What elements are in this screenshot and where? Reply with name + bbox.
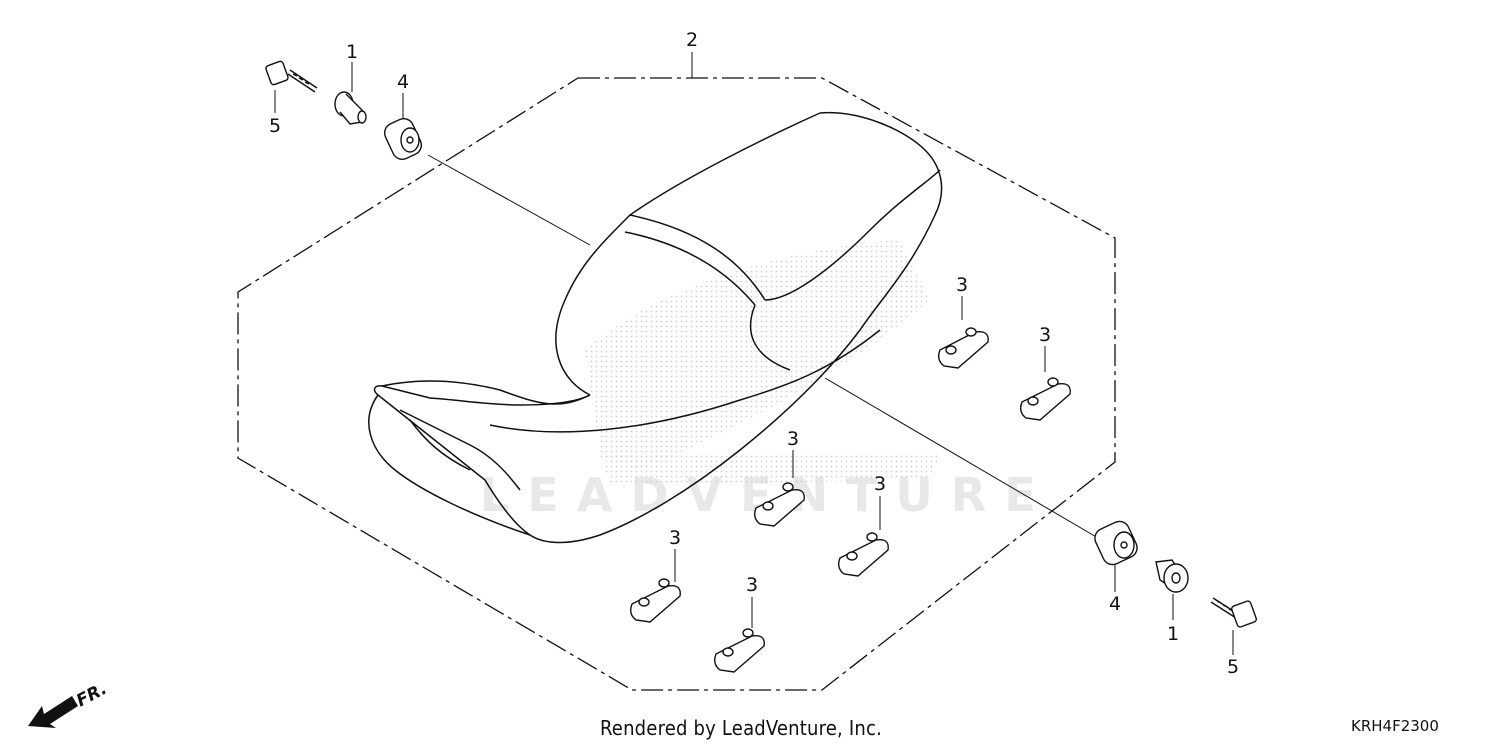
watermark-logo-lower — [600, 455, 940, 485]
cushion-a-icon[interactable] — [937, 327, 989, 369]
callout-part-1-collar-right[interactable]: 1 — [1167, 623, 1179, 645]
cushion-b-icon[interactable] — [1019, 377, 1071, 421]
front-direction-label: FR. — [73, 679, 110, 711]
bolt-left-icon[interactable] — [265, 60, 318, 93]
front-direction-arrow-icon — [28, 696, 78, 728]
callout-part-5-bolt-right[interactable]: 5 — [1227, 656, 1239, 678]
collar-right-icon[interactable] — [1155, 559, 1189, 593]
callout-part-3-cushion-d[interactable]: 3 — [874, 473, 886, 495]
callout-part-2-seat[interactable]: 2 — [686, 29, 698, 51]
bolt-right-icon[interactable] — [1210, 597, 1258, 628]
cushion-c-icon[interactable] — [753, 482, 805, 527]
cushion-d-icon[interactable] — [837, 532, 889, 577]
callout-part-3-cushion-e[interactable]: 3 — [669, 527, 681, 549]
leader-lines — [274, 52, 1234, 655]
callout-part-3-cushion-a[interactable]: 3 — [956, 274, 968, 296]
cushion-e-icon[interactable] — [629, 578, 681, 623]
rubber-left-icon[interactable] — [381, 115, 424, 162]
cushion-f-icon[interactable] — [713, 628, 765, 673]
seat-assembly[interactable] — [368, 111, 943, 544]
callout-part-3-cushion-b[interactable]: 3 — [1039, 324, 1051, 346]
assembly-boundary — [237, 77, 1116, 691]
collar-left-icon[interactable] — [334, 91, 367, 125]
watermark-logo — [585, 240, 930, 470]
callout-part-4-rubber-left[interactable]: 4 — [397, 71, 409, 93]
diagram-code: KRH4F2300 — [1351, 717, 1439, 735]
rubber-right-icon[interactable] — [1092, 518, 1141, 568]
callout-part-3-cushion-c[interactable]: 3 — [787, 428, 799, 450]
callout-part-3-cushion-f[interactable]: 3 — [746, 574, 758, 596]
callout-part-5-bolt-left[interactable]: 5 — [269, 115, 281, 137]
callout-part-4-rubber-right[interactable]: 4 — [1109, 593, 1121, 615]
callout-part-1-collar-left[interactable]: 1 — [346, 41, 358, 63]
render-credit: Rendered by LeadVenture, Inc. — [600, 716, 882, 740]
